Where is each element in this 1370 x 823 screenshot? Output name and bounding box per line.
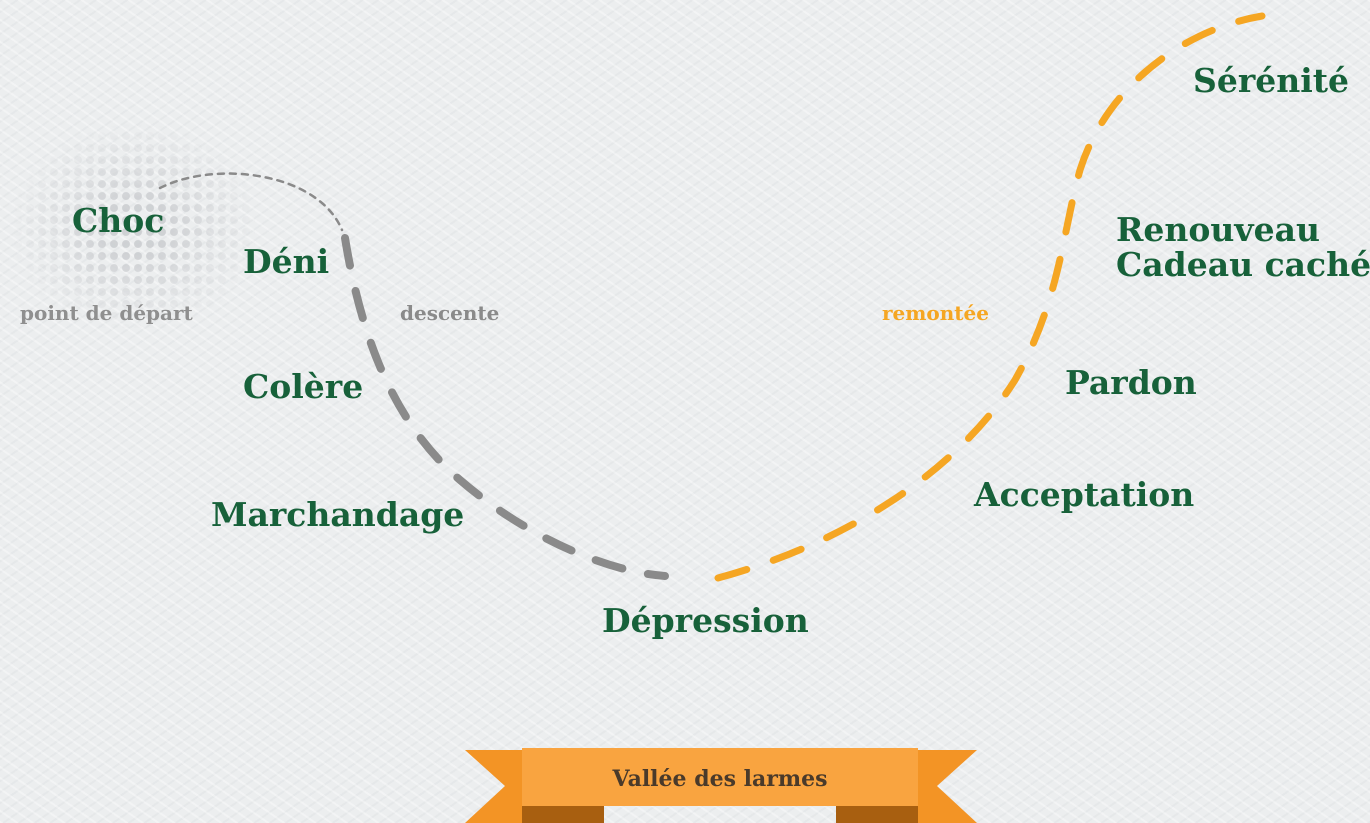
stage-colere: Colère (243, 367, 364, 406)
banner-label: Vallée des larmes (612, 766, 828, 792)
ascent-annotation: remontée (882, 301, 989, 325)
stage-pardon: Pardon (1065, 363, 1197, 402)
start-arc-curve (158, 172, 344, 232)
stage-renouveau-group: Renouveau Cadeau caché (1116, 210, 1370, 284)
stage-acceptation: Acceptation (974, 475, 1195, 514)
banner-left-fold (522, 806, 604, 823)
stage-deni: Déni (243, 242, 330, 281)
stage-renouveau: Renouveau (1116, 210, 1320, 249)
banner-front (522, 748, 918, 806)
start-annotation: point de départ (20, 301, 193, 325)
stage-depression: Dépression (602, 601, 809, 640)
dotted-halo-decoration (0, 118, 255, 328)
descent-curve (341, 234, 669, 580)
stage-serenite: Sérénité (1193, 61, 1349, 100)
stage-cadeau-cache: Cadeau caché (1116, 244, 1370, 284)
banner: Vallée des larmes (465, 748, 977, 823)
ascent-curve (714, 12, 1266, 582)
stage-choc: Choc (72, 201, 165, 240)
descent-annotation: descente (400, 301, 500, 325)
stage-marchandage: Marchandage (211, 495, 465, 534)
banner-right-fold (836, 806, 918, 823)
